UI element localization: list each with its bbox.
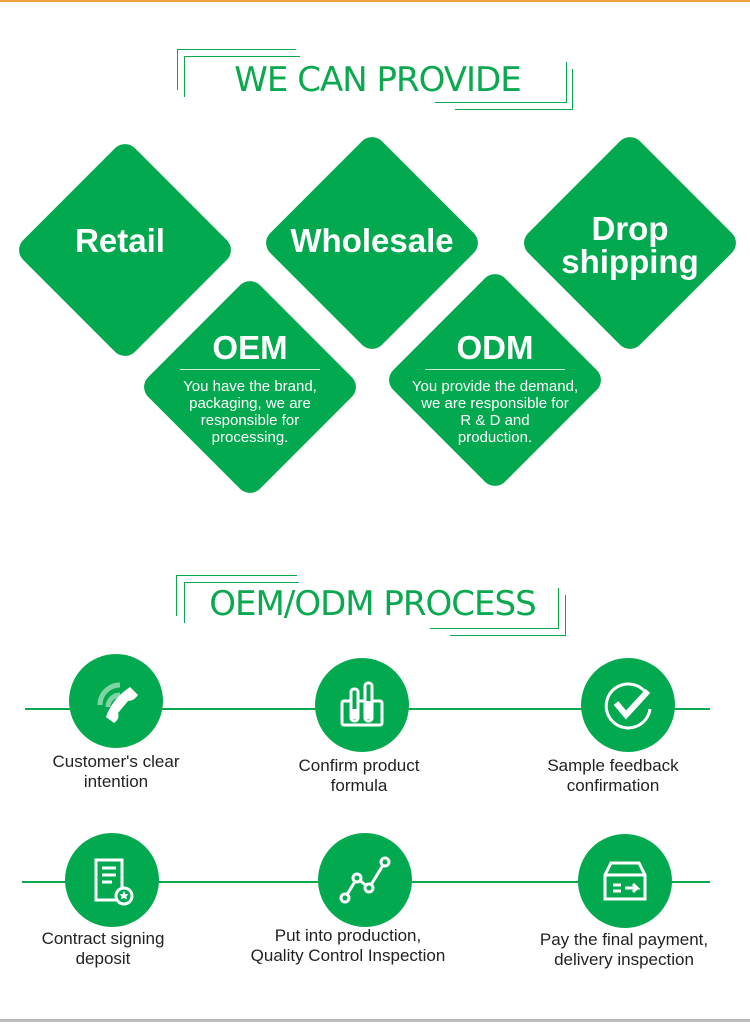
step-caption: Put into production,Quality Control Insp… <box>218 926 478 966</box>
caption-line: Contract signing <box>41 929 165 948</box>
caption-line: Pay the final payment, <box>539 930 709 949</box>
caption-line: Confirm product <box>298 756 420 775</box>
step-caption: Pay the final payment,delivery inspectio… <box>504 930 744 970</box>
caption-line: deposit <box>75 949 131 968</box>
step-circle <box>318 833 412 927</box>
caption-line: Put into production, <box>274 926 422 945</box>
caption-line: Sample feedback <box>547 756 679 775</box>
oem-line: responsible for <box>200 412 300 429</box>
step-circle <box>69 654 163 748</box>
drop-shipping-line-1: Drop <box>591 210 669 247</box>
test-tubes-icon <box>340 681 384 727</box>
oem-label: OEM <box>212 329 288 366</box>
oem-line: You have the brand, <box>183 378 317 395</box>
phone-icon <box>97 682 138 723</box>
odm-label: ODM <box>456 329 534 366</box>
box-delivery-icon <box>603 861 647 901</box>
caption-line: intention <box>83 772 149 791</box>
odm-line: we are responsible for <box>421 395 569 412</box>
odm-description: You provide the demand, we are responsib… <box>405 378 585 446</box>
section-title-we-can-provide: WE CAN PROVIDE <box>234 60 521 100</box>
oem-divider <box>180 369 320 370</box>
step-circle <box>315 658 409 752</box>
caption-line: Quality Control Inspection <box>250 946 446 965</box>
caption-line: formula <box>330 776 388 795</box>
drop-shipping-line-2: shipping <box>561 243 699 280</box>
oem-line: processing. <box>211 429 289 446</box>
caption-line: Customer's clear <box>52 752 180 771</box>
bottom-divider <box>0 1019 750 1022</box>
step-circle <box>65 833 159 927</box>
section-title-process: OEM/ODM PROCESS <box>209 584 536 624</box>
odm-line: production. <box>457 429 533 446</box>
wholesale-label: Wholesale <box>290 222 454 259</box>
chart-line-icon <box>339 856 391 904</box>
step-circle <box>578 834 672 928</box>
oem-line: packaging, we are <box>189 395 311 412</box>
caption-line: confirmation <box>566 776 660 795</box>
step-circle <box>581 658 675 752</box>
odm-line: R & D and <box>460 412 530 429</box>
drop-shipping-label: Drop shipping <box>530 212 730 278</box>
check-circle-icon <box>604 682 652 730</box>
top-divider <box>0 0 750 2</box>
oem-description: You have the brand, packaging, we are re… <box>165 378 335 446</box>
caption-line: delivery inspection <box>554 950 694 969</box>
odm-divider <box>425 369 565 370</box>
contract-icon <box>94 858 134 906</box>
retail-label: Retail <box>75 222 165 259</box>
odm-line: You provide the demand, <box>411 378 579 395</box>
